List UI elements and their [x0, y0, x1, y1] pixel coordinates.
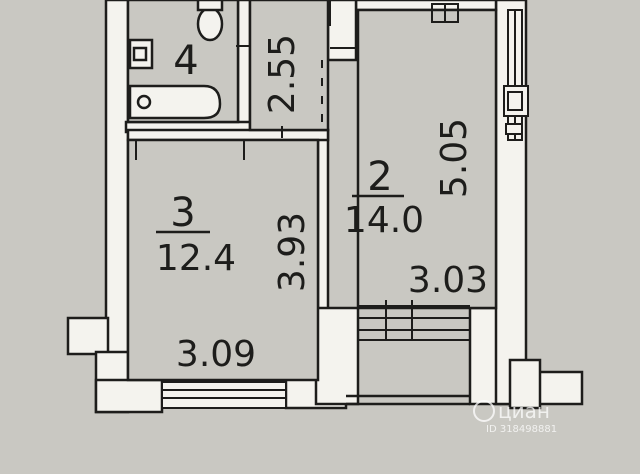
- room-3-area: 12.4: [156, 238, 236, 279]
- room3-floor: [126, 138, 320, 382]
- room-2-area: 14.0: [344, 200, 424, 241]
- dim-room2-height: 5.05: [434, 118, 475, 198]
- balcony: [346, 394, 470, 406]
- doors: [135, 0, 356, 160]
- watermark-id: ID 318498881: [486, 424, 557, 435]
- window-room3: [161, 381, 287, 409]
- room-4-number: 4: [173, 38, 198, 84]
- dim-room3-width: 3.09: [176, 334, 256, 375]
- dim-bath-height: 2.55: [262, 34, 303, 114]
- stove: [503, 85, 529, 135]
- wall-top-right: [354, 0, 498, 12]
- wall-partition-vertical: [316, 128, 330, 322]
- wall-left-protrusion: [66, 316, 110, 356]
- room-3-number: 3: [170, 190, 195, 236]
- dim-room3-height: 3.93: [272, 212, 313, 292]
- wall-room3-top: [126, 128, 330, 142]
- room2-floor: [356, 8, 498, 310]
- wall-left-exterior: [104, 0, 130, 407]
- balcony-door: [358, 300, 470, 341]
- wall-bath-right: [236, 0, 252, 132]
- corridor-floor: [248, 0, 330, 132]
- toilet: [196, 0, 224, 42]
- sink: [128, 38, 154, 70]
- wall-bottom-left: [94, 378, 164, 414]
- wall-middle-pillar: [314, 306, 360, 406]
- wall-corridor-top: [326, 0, 358, 62]
- bathtub: [128, 84, 222, 120]
- room-outlines: [126, 0, 498, 382]
- windows: [161, 9, 523, 409]
- walls: [66, 0, 584, 414]
- watermark: циан ID 318498881: [473, 399, 557, 435]
- wall-right-bottom: [508, 358, 542, 410]
- fridge-mark: [431, 3, 459, 23]
- dim-room2-width: 3.03: [408, 260, 488, 301]
- room-2-number: 2: [367, 154, 392, 200]
- watermark-logo-icon: [473, 400, 495, 422]
- watermark-brand: циан: [498, 399, 550, 423]
